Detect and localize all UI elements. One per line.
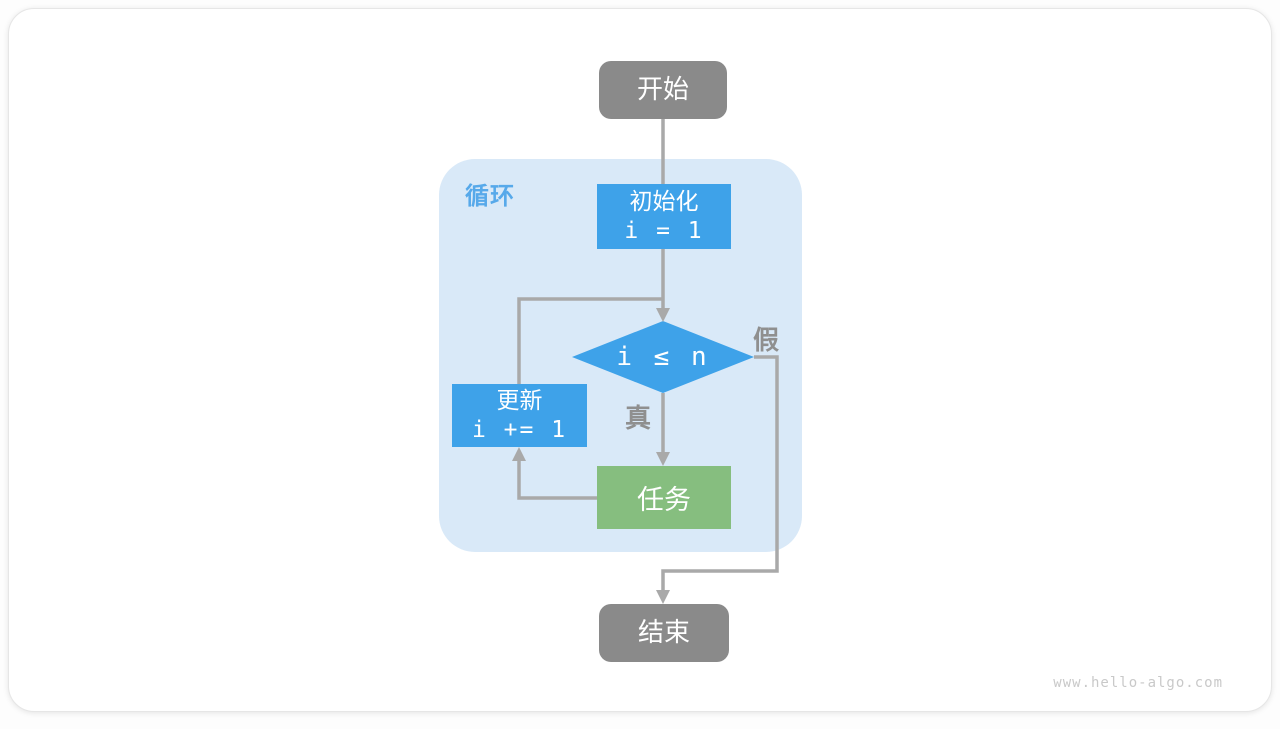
task-node-label: 任务 [637,478,691,517]
branch-false-label: 假 [753,320,779,357]
diagram-card: 循环 开始 初始化 i = 1 i ≤ n 真 假 更新 i += 1 任务 结… [8,8,1272,712]
condition-node-label: i ≤ n [572,321,754,393]
update-node-title: 更新 [497,386,543,416]
task-node: 任务 [597,466,731,529]
init-node-title: 初始化 [630,187,699,217]
start-node: 开始 [599,61,727,119]
start-node-label: 开始 [637,75,689,105]
arrowhead-into-end [656,590,670,604]
update-node: 更新 i += 1 [452,384,587,447]
init-node: 初始化 i = 1 [597,184,731,249]
update-node-code: i += 1 [472,416,567,445]
end-node: 结束 [599,604,729,662]
end-node-label: 结束 [638,618,690,648]
watermark-text: www.hello-algo.com [1053,675,1223,691]
loop-scope-label: 循环 [465,176,515,211]
init-node-code: i = 1 [624,217,703,246]
branch-true-label: 真 [625,398,651,435]
flowchart-stage: 循环 开始 初始化 i = 1 i ≤ n 真 假 更新 i += 1 任务 结… [9,9,1271,711]
